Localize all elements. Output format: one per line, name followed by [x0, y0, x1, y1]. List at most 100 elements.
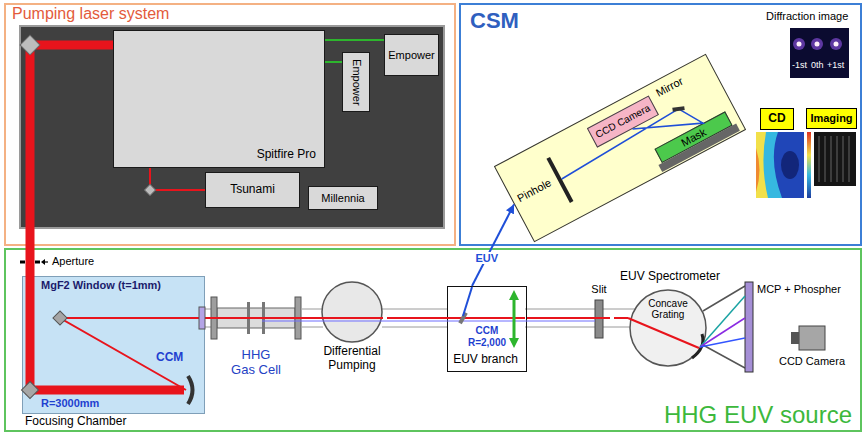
region-title: HHG EUV source — [664, 401, 852, 429]
box-label: CCD Camera — [594, 102, 652, 140]
laser-name: Spitfire Pro — [257, 148, 316, 162]
text-slot: Imaging — [810, 112, 852, 125]
label-slot: MCP + Phospher — [757, 283, 841, 296]
connector-group — [30, 40, 628, 318]
box-label: Empower — [388, 49, 434, 62]
aperture-plate — [35, 261, 40, 264]
map-region — [756, 132, 782, 198]
spot-glow — [811, 38, 823, 50]
text-slot: HHG EUV source — [664, 401, 852, 429]
box-label: Millennia — [321, 192, 364, 205]
text-slot: Spitfire Pro — [257, 148, 316, 162]
laser-beam — [302, 317, 321, 319]
laser-beam — [588, 317, 610, 319]
text-slot: EUV branch — [448, 353, 523, 367]
window — [199, 307, 205, 329]
text-slot: Pumping laser system — [12, 5, 169, 23]
part-label: CCM R=2,000 — [466, 325, 508, 348]
beam-segments — [210, 318, 699, 348]
text-slot: CD — [768, 112, 785, 126]
diffraction-spots — [793, 38, 842, 50]
aperture-plate — [20, 261, 25, 264]
map-ground — [756, 132, 804, 198]
box-label: Imaging — [810, 112, 852, 125]
pumping-chamber — [322, 282, 382, 342]
euv-beam — [463, 287, 472, 316]
text-slot: Differential Pumping — [321, 345, 383, 373]
component-name: Slit — [588, 283, 610, 296]
camera-body — [799, 326, 825, 350]
laser-beam — [527, 317, 588, 319]
pump-laser-box: Empower — [342, 52, 370, 112]
pipe-wall — [205, 309, 211, 310]
oscillator-box: Tsunami — [205, 172, 300, 208]
microscope-box: PinholeMirrorCCD CameraMask — [494, 54, 746, 243]
image-line — [830, 136, 832, 182]
box-label: Empower — [350, 59, 363, 105]
pipe-wall — [603, 309, 635, 310]
motion-arrow-heads — [509, 290, 519, 348]
spot — [834, 42, 839, 47]
motion-arrow — [513, 299, 516, 339]
seed-beam — [150, 168, 205, 190]
laser-beam — [30, 45, 113, 276]
image-line — [824, 136, 826, 182]
image-line — [836, 136, 838, 182]
laser-beam — [614, 317, 628, 319]
component-name: EUV Spectrometer — [620, 270, 720, 284]
result-tag: CD — [760, 108, 794, 130]
pipe-wall — [302, 327, 323, 328]
cd-map — [756, 132, 811, 198]
camera-box: CCD Camera — [587, 95, 659, 147]
result-tag: Imaging — [806, 108, 857, 129]
edge-label: EUV — [473, 252, 500, 264]
laser-box: Spitfire Pro — [113, 30, 325, 168]
laser-beam — [60, 318, 199, 390]
order-label: +1st — [827, 60, 844, 70]
text-slot: CCD Camera — [594, 102, 652, 140]
laser-beam — [205, 317, 210, 319]
text-slot: CSM — [470, 8, 519, 33]
spectrometer-tube — [703, 286, 745, 368]
laser-beam — [387, 317, 447, 319]
pipe-wall — [382, 327, 447, 328]
mcp-screen — [745, 282, 753, 372]
laser-beam — [210, 317, 302, 319]
camera-lens — [791, 332, 799, 344]
imaging-picture — [814, 132, 856, 186]
leader-arrow — [41, 259, 45, 265]
pipe-wall — [525, 327, 595, 328]
part-label: MgF2 Window (t=1mm) — [41, 279, 161, 292]
pipe-wall — [525, 309, 595, 310]
part-label: Mirror — [654, 75, 685, 100]
region-title: Pumping laser system — [12, 5, 169, 23]
component-name: EUV branch — [448, 353, 523, 367]
euv-beam — [262, 321, 595, 322]
diffracted-beam — [700, 318, 745, 347]
map-region — [756, 148, 760, 192]
part-label: MCP + Phospher — [757, 283, 841, 296]
fold-mirror — [144, 184, 155, 195]
text-slot: Pinhole — [515, 176, 553, 204]
diffraction-image: Diffraction image-1st0th+1st — [790, 28, 849, 78]
part-label: CCM — [156, 351, 183, 365]
grating-chamber — [630, 290, 706, 366]
pump-beam — [325, 61, 342, 63]
component-name: HHG Gas Cell — [230, 348, 283, 378]
euv-beam — [472, 204, 514, 286]
text-slot: Diffraction image — [766, 10, 848, 23]
gas-cell: HHG Gas Cell — [210, 292, 302, 382]
text-slot: Millennia — [321, 192, 364, 205]
fold-mirror — [22, 382, 39, 399]
laser-beam — [30, 276, 184, 390]
pinhole-plate — [546, 157, 573, 203]
laser-beam — [321, 317, 383, 319]
pipe-wall — [603, 327, 631, 328]
text-slot: Mirror — [654, 75, 685, 100]
pump-beam — [325, 39, 384, 41]
concave-mirror — [188, 376, 193, 404]
euv-beam — [557, 98, 703, 194]
